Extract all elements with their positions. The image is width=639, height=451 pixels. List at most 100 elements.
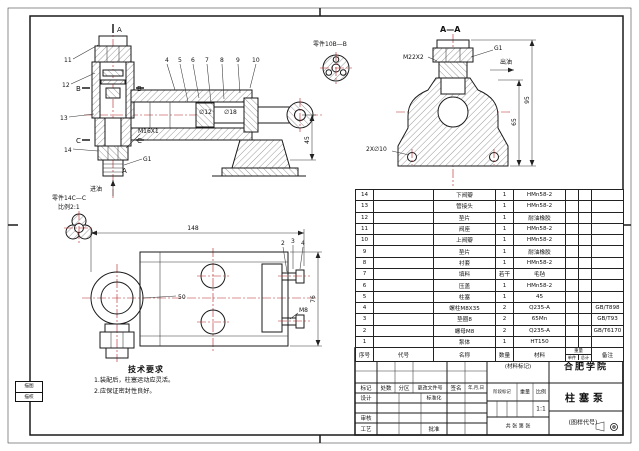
side-callouts: 2 3 4 (281, 238, 305, 273)
tb-label-process: 工艺 (360, 427, 372, 433)
bom-cell-material: HT150 (513, 335, 566, 349)
bom-cell-no: 1 (355, 335, 374, 349)
bom-cell-material: HMn58-2 (513, 222, 566, 236)
bom-cell-qty: 1 (495, 256, 514, 270)
bom-cell-code (373, 245, 434, 258)
bom-cell-qty: 1 (495, 279, 514, 292)
bom-cell-no: 2 (355, 324, 374, 337)
main-callouts-left: 11 12 13 14 (60, 44, 99, 154)
bom-row: 13 管接头 1 HMn58-2 (355, 200, 624, 213)
tb-drawing-code: (图样代号) (568, 419, 598, 427)
callout-4b: 4 (301, 240, 305, 247)
bom-cell-notes (591, 335, 624, 349)
section-mark-b-left: B (76, 85, 81, 93)
bom-cell-weight-single (565, 211, 579, 224)
bom-cell-name: 填料 (433, 268, 496, 281)
bom-cell-weight-single (565, 290, 579, 303)
section-mark-a-top: A (117, 26, 122, 34)
bom-cell-material: 耐油橡胶 (513, 211, 566, 224)
bom-cell-weight-single (565, 301, 579, 315)
bom-cell-weight-single (565, 234, 579, 247)
bom-cell-code (373, 268, 434, 281)
bom-rows: 14 下阀瓣 1 HMn58-2 13 管接头 1 HMn58-2 (355, 188, 624, 349)
bom-cell-name: 垫片 (433, 245, 496, 258)
bom-row: 11 阀座 1 HMn58-2 (355, 222, 624, 236)
bom-cell-qty: 1 (495, 188, 514, 202)
bom-cell-weight-total (578, 324, 592, 337)
bom-cell-name: 螺母M8 (433, 324, 496, 337)
bom-cell-weight-total (578, 279, 592, 292)
tb-scale-value: 1:1 (536, 405, 546, 413)
section-mark-c-left: C (76, 137, 81, 145)
bom-cell-material: HMn58-2 (513, 188, 566, 202)
bom-cell-weight-total (578, 234, 592, 247)
bom-cell-qty: 1 (495, 234, 514, 247)
holes-2x10-label: 2X∅10 (366, 146, 387, 153)
bom-cell-name: 垫片 (433, 211, 496, 224)
bom-cell-material: 毛毡 (513, 268, 566, 281)
bom-cell-material: HMn58-2 (513, 256, 566, 270)
bom-cell-weight-single (565, 222, 579, 236)
tb-label-date: 年,月,日 (468, 386, 484, 391)
bom-header-row: 序号 代号 名称 数量 材料 重量 单件 总计 备注 (355, 347, 624, 363)
dim-95-label: 95 (524, 96, 531, 104)
bom-row: 1 泵体 1 HT150 (355, 335, 624, 349)
bom-cell-code (373, 301, 434, 315)
bom-header-name: 名称 (433, 347, 496, 363)
callout-11: 11 (64, 57, 72, 64)
bom-cell-notes (591, 234, 624, 247)
bom-cell-no: 13 (355, 200, 374, 213)
callout-3: 3 (291, 238, 295, 245)
bom-cell-notes (591, 222, 624, 236)
bom-cell-notes (591, 268, 624, 281)
bom-row: 9 垫片 1 耐油橡胶 (355, 245, 624, 258)
callout-2: 2 (281, 240, 285, 247)
bom-cell-code (373, 324, 434, 337)
bom-row: 10 上阀瓣 1 HMn58-2 (355, 234, 624, 247)
bom-cell-name: 衬套 (433, 256, 496, 270)
bom-cell-no: 10 (355, 234, 374, 247)
bom-cell-name: 下阀瓣 (433, 188, 496, 202)
bom-cell-no: 5 (355, 290, 374, 303)
bom-cell-qty: 2 (495, 324, 514, 337)
bom-cell-name: 管接头 (433, 200, 496, 213)
bom-header-material: 材料 (513, 347, 566, 363)
callout-4: 4 (165, 57, 169, 64)
bom-cell-qty: 2 (495, 313, 514, 326)
bom-cell-material: HMn58-2 (513, 279, 566, 292)
bom-cell-code (373, 200, 434, 213)
tb-label-check: 审核 (360, 416, 372, 422)
outlet-label: 出油 (500, 58, 512, 66)
bom-row: 14 下阀瓣 1 HMn58-2 (355, 188, 624, 202)
bom-header-weight-label: 重量 (574, 349, 583, 355)
tech-requirement-1: 1.装配后，柱塞运动应灵活。 (94, 377, 175, 384)
bom-cell-material: Q235-A (513, 301, 566, 315)
bom-cell-no: 8 (355, 256, 374, 270)
bom-cell-qty: 1 (495, 222, 514, 236)
bom-cell-weight-single (565, 335, 579, 349)
bom-cell-weight-total (578, 245, 592, 258)
tech-requirements-title: 技术要求 (128, 365, 164, 374)
bom-cell-weight-total (578, 313, 592, 326)
tech-requirement-2: 2.应保证密封性良好。 (94, 388, 156, 395)
bom-cell-weight-single (565, 256, 579, 270)
aux-table: 描图 描校 (15, 381, 43, 402)
dim-76-label: 76 (310, 295, 317, 303)
tb-label-weight: 重量 (519, 389, 531, 396)
aux-row-2: 描校 (16, 391, 42, 403)
bom-cell-name: 压盖 (433, 279, 496, 292)
inlet-label: 进油 (90, 185, 102, 193)
bom-cell-weight-total (578, 290, 592, 303)
bom-cell-no: 12 (355, 211, 374, 224)
section-mark-b-right: B (137, 85, 142, 93)
tb-label-count: 处数 (380, 386, 392, 392)
bom-cell-material: 45 (513, 290, 566, 303)
bom-cell-notes (591, 245, 624, 258)
bom-cell-name: 阀座 (433, 222, 496, 236)
bom-cell-weight-total (578, 335, 592, 349)
bom-cell-qty: 1 (495, 290, 514, 303)
bom-cell-qty: 1 (495, 211, 514, 224)
bom-cell-no: 4 (355, 301, 374, 315)
dim-65-label: 65 (511, 118, 518, 126)
bom-cell-name: 柱塞 (433, 290, 496, 303)
